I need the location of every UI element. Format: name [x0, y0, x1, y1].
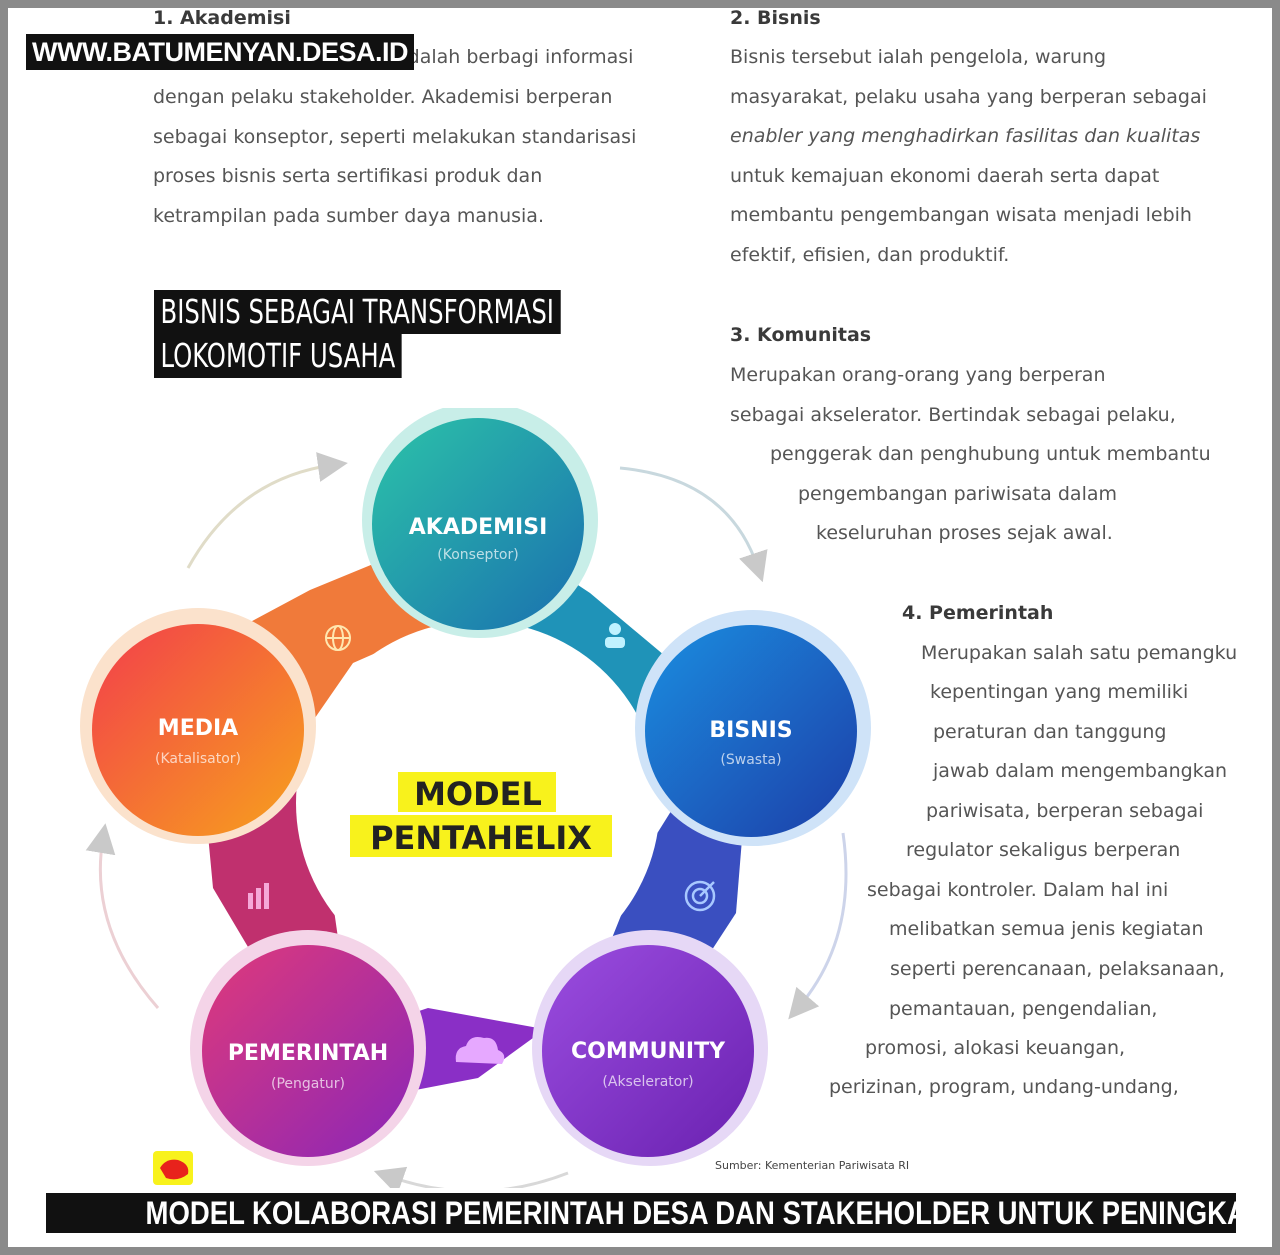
bar-chart-icon [248, 883, 269, 909]
caption-banner: MODEL KOLABORASI PEMERINTAH DESA DAN STA… [46, 1193, 1236, 1233]
node-community-label: COMMUNITY [571, 1039, 726, 1064]
section-pemerintah-line-1: Merupakan salah satu pemangku [921, 642, 1238, 664]
arrow-bisnis-community [788, 832, 848, 1020]
node-bisnis: BISNIS (Swasta) [635, 610, 871, 846]
node-akademisi-label: AKADEMISI [409, 515, 548, 540]
node-pemerintah-label: PEMERINTAH [228, 1041, 388, 1066]
node-media-sub: (Katalisator) [155, 751, 241, 767]
node-akademisi-sub: (Konseptor) [437, 547, 518, 563]
section-pemerintah-line-8: melibatkan semua jenis kegiatan [889, 918, 1204, 940]
section-bisnis-text: Bisnis tersebut ialah pengelola, warung … [730, 46, 1207, 266]
section-komunitas-line-1: Merupakan orang-orang yang berperan [730, 364, 1106, 386]
section-akademisi-text: dengan pelaku stakeholder. Akademisi ber… [153, 86, 637, 227]
section-akademisi-line-1: adalah berbagi informasi [396, 46, 634, 68]
person-icon [605, 623, 625, 648]
pentahelix-diagram: AKADEMISI (Konseptor) BISNIS (Swasta) CO… [80, 408, 871, 1188]
section-komunitas-title: 3. Komunitas [730, 324, 872, 346]
caption-text: MODEL KOLABORASI PEMERINTAH DESA DAN STA… [145, 1195, 1236, 1231]
section-pemerintah-line-7: sebagai kontroler. Dalam hal ini [867, 879, 1169, 901]
section-komunitas-line-2: sebagai akselerator. Bertindak sebagai p… [730, 404, 1176, 426]
source-note: Sumber: Kementerian Pariwisata RI [715, 1159, 910, 1172]
node-pemerintah: PEMERINTAH (Pengatur) [190, 930, 426, 1166]
center-title-line-1: MODEL [414, 775, 542, 813]
section-pemerintah-line-3: peraturan dan tanggung [933, 721, 1167, 743]
center-highlight-1 [398, 772, 556, 812]
section-komunitas-line-5: keseluruhan proses sejak awal. [816, 522, 1113, 544]
center-highlight-2 [350, 815, 612, 857]
section-pemerintah-line-2: kepentingan yang memiliki [930, 681, 1189, 703]
node-bisnis-label: BISNIS [709, 718, 792, 743]
section-pemerintah-line-6: regulator sekaligus berperan [906, 839, 1181, 861]
arrow-pemerintah-media [85, 823, 160, 1009]
headline-line-1: BISNIS SEBAGAI TRANSFORMASI [154, 290, 561, 334]
arrow-akademisi-bisnis [619, 466, 768, 583]
center-title-line-2: PENTAHELIX [370, 819, 592, 857]
headline: BISNIS SEBAGAI TRANSFORMASI LOKOMOTIF US… [154, 290, 650, 378]
node-community-sub: (Akselerator) [602, 1074, 693, 1090]
node-akademisi: AKADEMISI (Konseptor) [362, 408, 598, 638]
section-pemerintah-line-4: jawab dalam mengembangkan [933, 760, 1228, 782]
node-media: MEDIA (Katalisator) [80, 608, 316, 844]
node-media-label: MEDIA [158, 716, 238, 741]
section-pemerintah-line-10: pemantauan, pengendalian, [889, 998, 1158, 1020]
node-community: COMMUNITY (Akselerator) [532, 930, 768, 1166]
node-bisnis-sub: (Swasta) [720, 752, 781, 768]
section-komunitas-line-3: penggerak dan penghubung untuk membantu [770, 443, 1211, 465]
section-akademisi-title: 1. Akademisi [153, 8, 291, 29]
section-pemerintah-line-5: pariwisata, berperan sebagai [926, 800, 1204, 822]
logo-icon [160, 1159, 189, 1180]
section-pemerintah-title: 4. Pemerintah [902, 602, 1054, 624]
section-pemerintah-line-12: perizinan, program, undang-undang, [829, 1076, 1179, 1098]
section-komunitas-line-4: pengembangan pariwisata dalam [798, 483, 1118, 505]
section-bisnis-title: 2. Bisnis [730, 8, 821, 29]
node-pemerintah-sub: (Pengatur) [271, 1076, 345, 1092]
target-icon [684, 880, 716, 912]
headline-line-2: LOKOMOTIF USAHA [154, 334, 402, 378]
cloud-icon [455, 1037, 505, 1064]
section-pemerintah-line-9: seperti perencanaan, pelaksanaan, [890, 958, 1225, 980]
globe-icon [325, 625, 351, 651]
arrow-community-pemerintah [373, 1166, 569, 1188]
arrow-media-akademisi [186, 452, 348, 569]
site-watermark: WWW.BATUMENYAN.DESA.ID [26, 34, 414, 70]
page-frame: 1. Akademisi adalah berbagi informasi de… [8, 8, 1272, 1247]
section-pemerintah-line-11: promosi, alokasi keuangan, [865, 1037, 1126, 1059]
